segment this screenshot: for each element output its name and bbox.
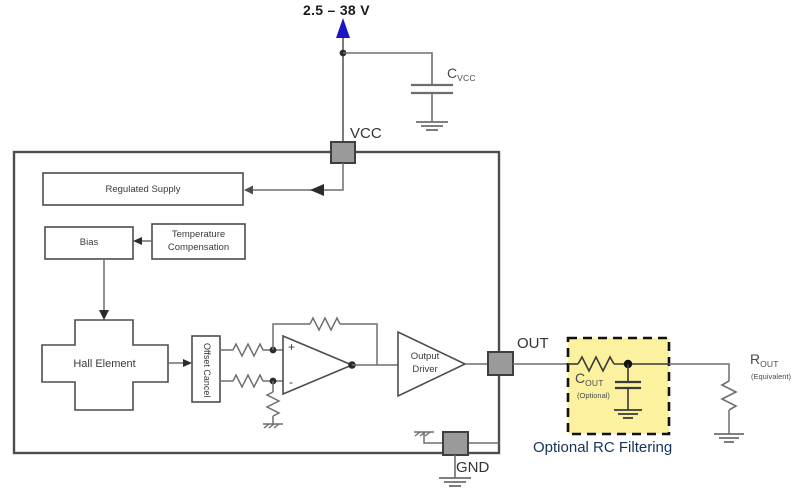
out-pin-pad[interactable] xyxy=(487,351,514,376)
temperature-compensation-label-line1: Temperature xyxy=(171,229,226,240)
bias-feed-arrowhead-icon xyxy=(133,237,142,245)
feedback-wire-left xyxy=(272,323,310,350)
cout-label: COUT xyxy=(575,370,604,388)
vcc-pin-pad[interactable] xyxy=(330,141,356,164)
internal-ground-wire xyxy=(423,432,443,444)
regulated-supply-label: Regulated Supply xyxy=(105,184,181,195)
internal-ground-icon xyxy=(414,431,434,437)
gnd-ground-icon xyxy=(439,477,471,487)
opamp-gain-resistor-icon xyxy=(265,391,281,417)
cvcc-ground-icon xyxy=(416,121,448,131)
hall-element-block xyxy=(41,319,169,411)
hall-element-label: Hall Element xyxy=(73,358,136,370)
rc-filtering-annotation: Optional RC Filtering xyxy=(533,439,673,456)
cout-label-sub: OUT xyxy=(585,378,604,388)
regulator-feed-arrowhead-icon xyxy=(310,184,324,196)
temperature-compensation-label-line2: Compensation xyxy=(167,242,230,253)
cvcc-label-sub: VCC xyxy=(457,73,476,83)
rout-resistor-icon xyxy=(720,380,738,411)
gnd-pin-pad[interactable] xyxy=(442,431,469,456)
vcc-pin-label: VCC xyxy=(350,125,382,142)
output-driver-label-line1: Output xyxy=(410,351,440,362)
output-driver-block xyxy=(397,330,467,398)
bias-label: Bias xyxy=(79,237,99,248)
feedback-resistor-icon xyxy=(309,316,341,332)
rout-label-sub: OUT xyxy=(760,359,779,369)
supply-voltage-label: 2.5 – 38 V xyxy=(303,2,370,18)
amplifier-block xyxy=(282,334,355,396)
cvcc-branch-wire xyxy=(343,52,433,84)
gnd-pin-label: GND xyxy=(456,459,490,476)
opamp-minus-terminal-label: - xyxy=(289,375,293,389)
ic-body-outline xyxy=(12,150,501,455)
filter-to-rout-wire xyxy=(669,363,730,381)
opamp-plus-terminal-label: + xyxy=(288,340,296,354)
input-resistor-top-icon xyxy=(232,342,264,358)
hall-feed-arrowhead-icon xyxy=(99,310,109,320)
bias-block xyxy=(44,226,134,260)
feedback-wire-right xyxy=(340,323,378,365)
cout-ground-icon xyxy=(614,409,642,419)
rout-label: ROUT xyxy=(750,351,779,369)
out-pin-label: OUT xyxy=(517,335,549,352)
filter-series-resistor-icon xyxy=(577,355,615,373)
cvcc-label-main: C xyxy=(447,65,458,81)
rc-filter-highlight-box xyxy=(566,336,671,436)
output-driver-label-line2: Driver xyxy=(412,364,438,375)
input-resistor-bottom-icon xyxy=(232,373,264,389)
offset-feed-arrowhead-icon xyxy=(183,359,192,367)
supply-arrow-icon xyxy=(336,18,350,38)
opamp-gain-ground-icon xyxy=(263,423,283,429)
rout-ground-icon xyxy=(714,433,744,443)
offset-cancel-block xyxy=(191,335,221,403)
cvcc-label: CVCC xyxy=(447,65,476,83)
cout-optional-note: (Optional) xyxy=(577,391,610,400)
offset-cancel-label: Offset Cancel xyxy=(202,343,212,398)
cout-label-main: C xyxy=(575,370,586,386)
rout-label-main: R xyxy=(750,351,761,367)
rout-equivalent-note: (Equivalent) xyxy=(751,372,792,381)
regulated-supply-block xyxy=(42,172,244,206)
vcc-to-regulator-wire xyxy=(244,163,344,195)
